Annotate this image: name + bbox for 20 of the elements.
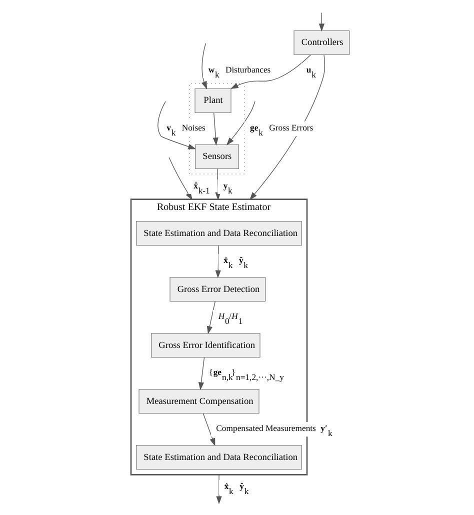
arrow — [202, 412, 215, 446]
node-box: Plant — [194, 88, 231, 112]
arrow — [206, 300, 215, 334]
arrow — [198, 356, 204, 390]
node-box: Gross Error Detection — [169, 276, 266, 302]
arrow — [248, 54, 325, 200]
arrow — [230, 54, 311, 88]
arrow — [216, 474, 222, 504]
node-box: Gross Error Identification — [150, 332, 260, 358]
node-box: State Estimation and Data Reconciliation — [136, 444, 302, 470]
node-box: Measurement Compensation — [138, 388, 259, 414]
node-box: Controllers — [293, 30, 350, 54]
arrow — [226, 100, 255, 145]
arrow — [318, 12, 324, 32]
arrow — [200, 42, 206, 89]
node-box: State Estimation and Data Reconciliation — [136, 220, 302, 246]
node-box: Sensors — [194, 144, 238, 168]
arrow — [157, 100, 196, 149]
arrow — [214, 244, 220, 278]
arrow — [212, 112, 218, 146]
